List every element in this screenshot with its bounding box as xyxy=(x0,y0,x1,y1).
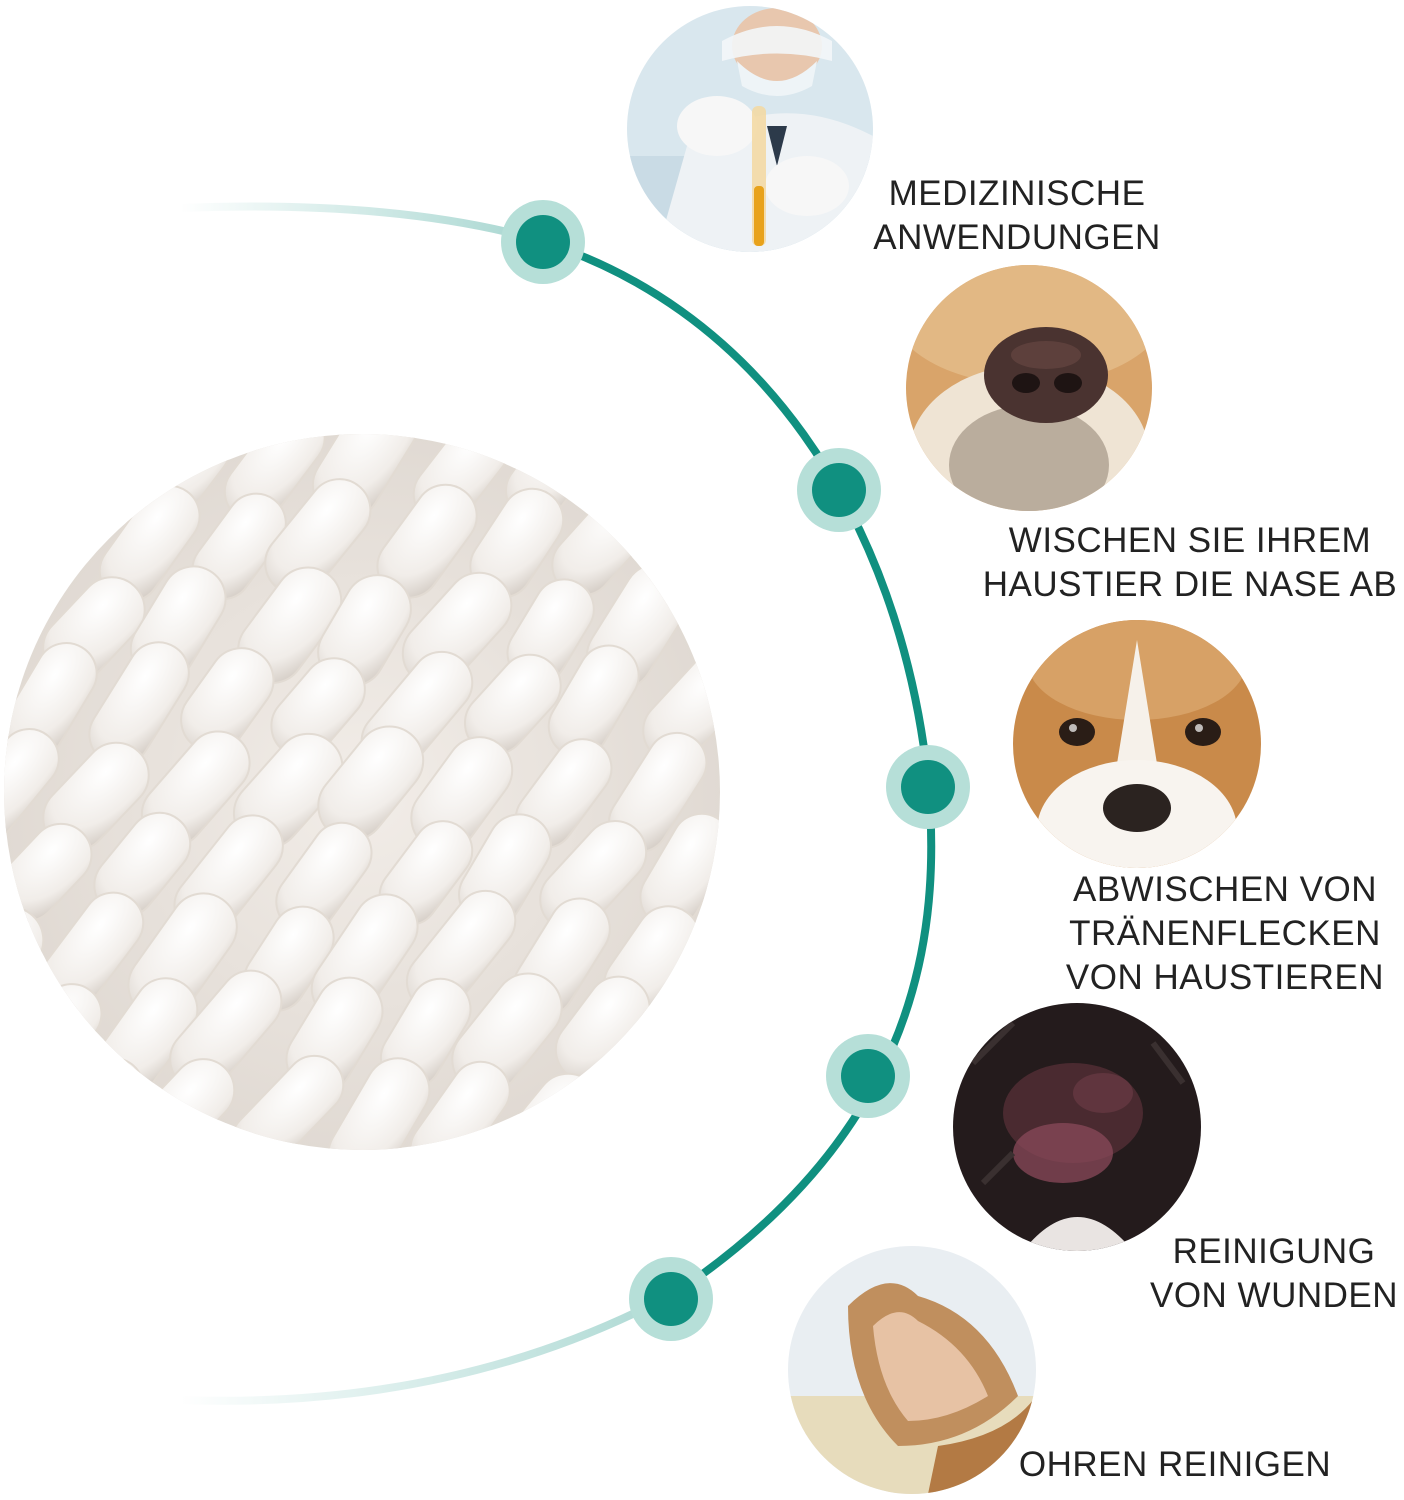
arc-top-tail xyxy=(179,202,521,239)
label-ear-cleaning: OHREN REINIGEN xyxy=(1018,1445,1332,1484)
timeline-dot xyxy=(797,448,881,532)
swab-tip xyxy=(4,728,60,850)
pet-wound-photo xyxy=(953,1003,1201,1251)
cotton-swabs-photo xyxy=(4,434,720,1150)
lab-technician-photo xyxy=(627,6,873,252)
timeline-dot xyxy=(826,1034,910,1118)
timeline-dot xyxy=(886,745,970,829)
label-tear-stains: ABWISCHEN VON TRÄNENFLECKEN VON HAUSTIER… xyxy=(1065,870,1385,997)
puppy-face-photo xyxy=(1013,620,1261,868)
dog-ear-photo xyxy=(788,1246,1036,1494)
label-wound-cleaning: REINIGUNG VON WUNDEN xyxy=(1149,1232,1399,1315)
timeline-dot xyxy=(629,1257,713,1341)
dog-nose-photo xyxy=(906,265,1152,511)
arc-bottom-tail xyxy=(179,1286,682,1405)
swab-tip xyxy=(327,1057,431,1150)
label-medical-applications: MEDIZINISCHE ANWENDUNGEN xyxy=(873,174,1161,257)
timeline-dot xyxy=(501,200,585,284)
label-wipe-pet-nose: WISCHEN SIE IHREM HAUSTIER DIE NASE AB xyxy=(982,521,1398,604)
